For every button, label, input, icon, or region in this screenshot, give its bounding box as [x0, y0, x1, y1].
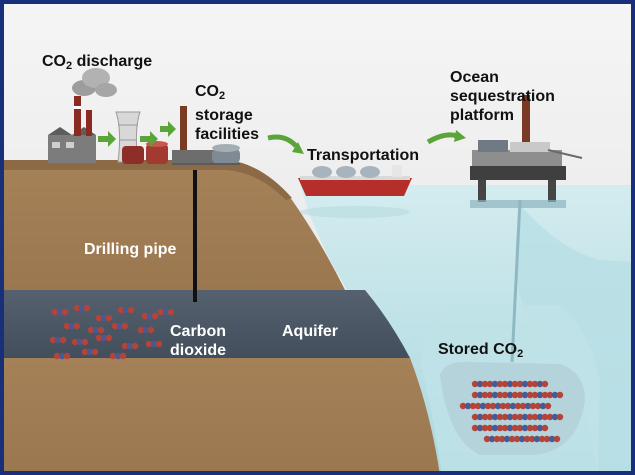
platform-arrow-head: [454, 130, 466, 142]
label-storage-facilities: CO2 storage facilities: [195, 83, 260, 143]
soil-surface: [0, 160, 292, 200]
label-carbon-dioxide: Carbon dioxide: [170, 323, 227, 359]
storage-tank-icon: [122, 141, 168, 164]
aquifer-layer: [0, 290, 410, 358]
label-drilling-pipe: Drilling pipe: [84, 241, 177, 258]
label-stored-co2: Stored CO2: [438, 341, 524, 360]
co2-molecule: [486, 424, 504, 432]
co2-molecule: [53, 352, 71, 360]
co2-molecule: [145, 340, 163, 348]
co2-molecule: [501, 424, 519, 432]
co2-molecule: [137, 326, 155, 334]
co2-molecule: [543, 435, 561, 443]
co2-molecule: [63, 322, 81, 330]
co2-molecules-stored: [459, 380, 564, 443]
co2-molecule: [483, 435, 501, 443]
co2-molecule: [546, 413, 564, 421]
co2-molecule: [459, 402, 477, 410]
arrow-right-icon: [98, 121, 176, 147]
co2-molecule: [531, 380, 549, 388]
storage-facility-icon: [172, 106, 240, 165]
co2-molecule: [519, 402, 537, 410]
soil-lower: [0, 358, 440, 475]
co2-molecule: [81, 348, 99, 356]
co2-molecule: [531, 424, 549, 432]
co2-molecule: [531, 391, 549, 399]
co2-molecule: [534, 402, 552, 410]
co2-molecule: [501, 391, 519, 399]
co2-molecule: [49, 336, 67, 344]
tanker-ship-icon: [298, 165, 412, 218]
transport-arrow: [267, 134, 298, 148]
co2-molecule: [117, 306, 135, 314]
co2-molecule: [516, 413, 534, 421]
co2-molecule: [471, 391, 489, 399]
co2-molecule: [501, 380, 519, 388]
co2-molecule: [516, 424, 534, 432]
co2-molecule: [474, 402, 492, 410]
co2-molecule: [531, 413, 549, 421]
label-co2-discharge: CO2 discharge: [42, 53, 153, 72]
co2-molecule: [51, 308, 69, 316]
co2-molecule: [111, 322, 129, 330]
ocean-platform-icon: [470, 95, 583, 208]
co2-molecule: [73, 304, 91, 312]
co2-molecule: [528, 435, 546, 443]
co2-molecule: [121, 342, 139, 350]
co2-molecule: [501, 413, 519, 421]
co2-molecule: [504, 402, 522, 410]
factory-icon: [48, 68, 117, 163]
co2-molecule: [498, 435, 516, 443]
co2-molecule: [471, 380, 489, 388]
co2-molecule: [471, 424, 489, 432]
co2-molecule: [516, 380, 534, 388]
soil-upper: [0, 168, 345, 290]
co2-molecule: [546, 391, 564, 399]
ocean-pipe: [510, 199, 522, 363]
transport-arrow-head: [292, 142, 304, 154]
co2-molecules-aquifer: [49, 304, 175, 360]
co2-molecule: [141, 312, 159, 320]
label-aquifer: Aquifer: [282, 323, 338, 340]
co2-molecule: [516, 391, 534, 399]
co2-molecule: [513, 435, 531, 443]
co2-molecule: [87, 326, 105, 334]
co2-molecule: [109, 352, 127, 360]
co2-molecule: [486, 391, 504, 399]
co2-molecule: [486, 380, 504, 388]
co2-molecule: [71, 338, 89, 346]
co2-molecule: [471, 413, 489, 421]
co2-molecule: [489, 402, 507, 410]
label-ocean-platform: Ocean sequestration platform: [450, 69, 555, 124]
co2-molecule: [95, 314, 113, 322]
label-transportation: Transportation: [307, 147, 420, 164]
co2-molecule: [486, 413, 504, 421]
co2-molecule: [157, 308, 175, 316]
co2-molecule: [95, 334, 113, 342]
